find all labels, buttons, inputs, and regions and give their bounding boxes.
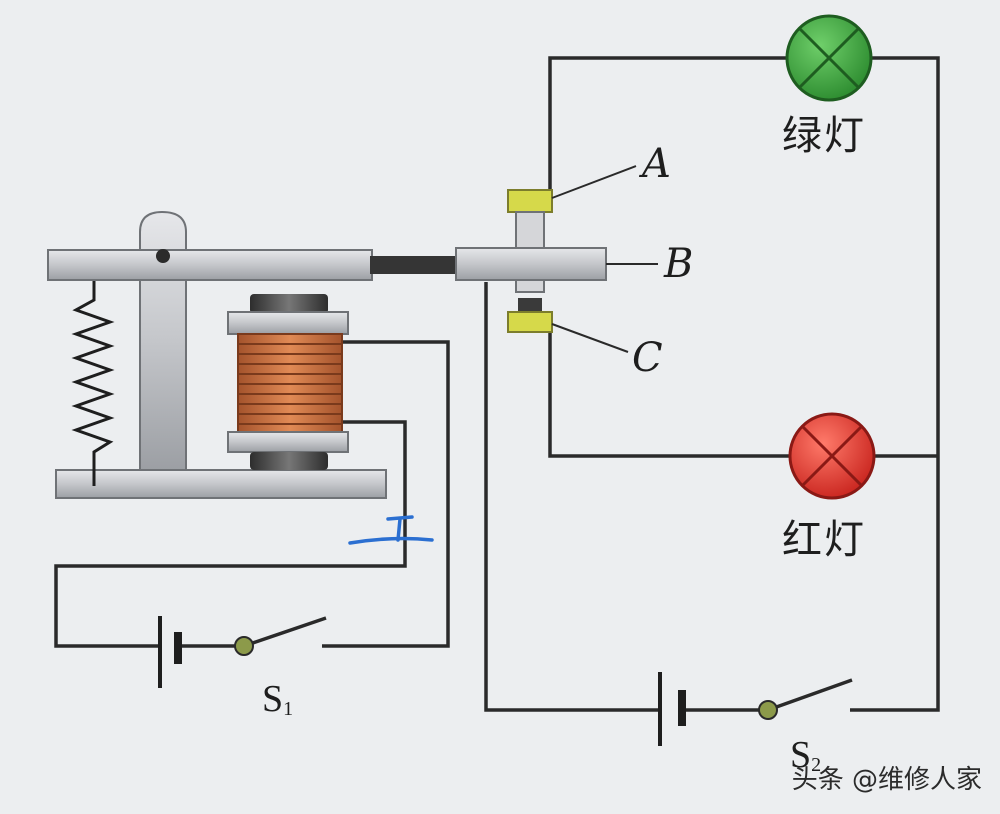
coil-bottom-wire	[54, 420, 407, 648]
label-red-lamp: 红灯	[782, 517, 866, 563]
green-lamp-icon	[785, 14, 873, 102]
contact-a-post	[515, 211, 545, 249]
battery-2-icon	[658, 672, 686, 746]
contact-c-post	[518, 298, 542, 312]
contact-stack	[507, 189, 553, 333]
wire-b-to-battery	[484, 282, 660, 712]
watermark-text: 头条 @维修人家	[791, 765, 982, 795]
working-circuit-wires	[484, 56, 940, 712]
label-switch-1-main: S	[262, 678, 284, 720]
switch-1-icon	[234, 616, 327, 656]
label-contact-a: A	[642, 141, 671, 187]
electromagnet-icon	[227, 294, 349, 470]
pivot-pin	[156, 249, 170, 263]
label-green-lamp: 绿灯	[782, 113, 866, 159]
wire-a-to-green-lamp	[548, 56, 788, 190]
relay-base	[55, 469, 387, 499]
red-lamp-icon	[788, 412, 876, 500]
control-circuit-wires	[54, 340, 450, 648]
label-switch-2: S2	[790, 736, 821, 775]
label-switch-2-sub: 2	[811, 754, 822, 776]
label-leaders	[551, 165, 658, 353]
label-contact-c: C	[632, 335, 663, 381]
coil-top-wire	[322, 340, 450, 648]
wire-green-lamp-to-right-rail	[850, 56, 940, 712]
spring-icon	[71, 266, 115, 486]
battery-1-icon	[158, 616, 182, 688]
contact-b-post	[515, 279, 545, 293]
contact-a	[507, 189, 553, 213]
contact-c	[507, 311, 553, 333]
wire-c-to-red-lamp	[548, 330, 790, 458]
armature-lever	[47, 249, 373, 281]
connecting-rod	[370, 256, 460, 274]
switch-2-icon	[758, 678, 853, 720]
label-switch-1-sub: 1	[283, 698, 294, 720]
contact-arm-b	[455, 247, 607, 281]
label-contact-b: B	[664, 241, 694, 287]
label-switch-1: S1	[262, 680, 293, 719]
label-switch-2-main: S	[790, 734, 812, 776]
blue-pen-mark	[348, 515, 434, 545]
